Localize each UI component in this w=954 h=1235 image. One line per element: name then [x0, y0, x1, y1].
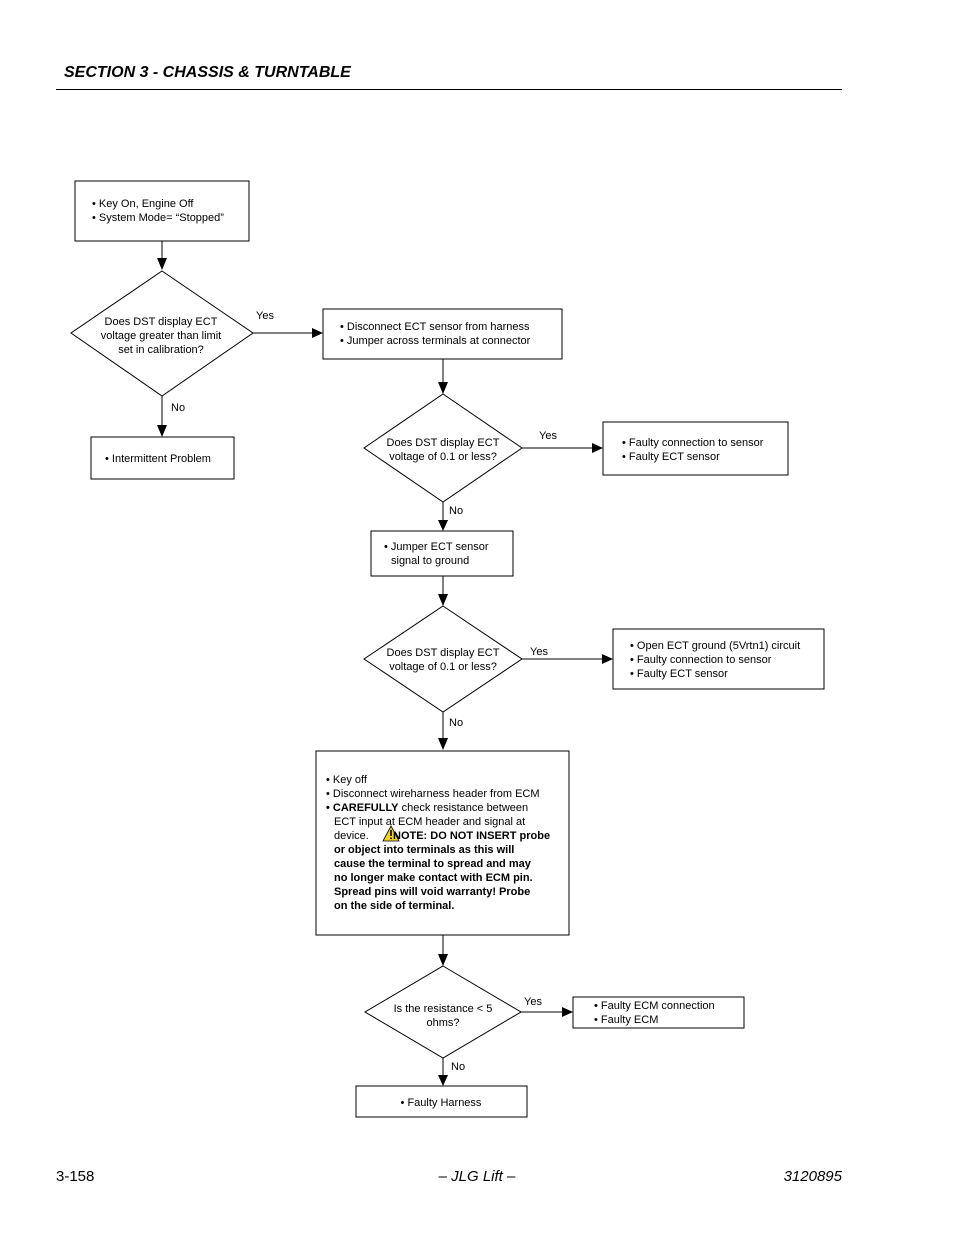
- svg-text:• Faulty ECT sensor: • Faulty ECT sensor: [630, 668, 728, 680]
- svg-text:Does DST display ECT: Does DST display ECT: [387, 437, 500, 449]
- svg-text:• Faulty ECM: • Faulty ECM: [594, 1014, 658, 1026]
- no-label: No: [449, 717, 463, 729]
- warning-icon: [382, 825, 400, 842]
- connector-keyoff-to-decision4: [438, 935, 448, 966]
- svg-text:• Intermittent Problem: • Intermittent Problem: [105, 453, 211, 465]
- key-off-resistance-check-box: • Key off • Disconnect wireharness heade…: [315, 750, 570, 936]
- svg-text:• Key On, Engine Off: • Key On, Engine Off: [92, 198, 194, 210]
- decision-voltage-0-1-first: Does DST display ECT voltage of 0.1 or l…: [363, 393, 523, 503]
- connector-decision1-yes: Yes: [253, 310, 323, 338]
- start-box: • Key On, Engine Off • System Mode= “Sto…: [74, 180, 250, 242]
- svg-text:signal to ground: signal to ground: [391, 555, 469, 567]
- svg-text:• Faulty ECM connection: • Faulty ECM connection: [594, 1000, 715, 1012]
- svg-text:or object into terminals as th: or object into terminals as this will: [334, 844, 514, 856]
- svg-text:ECT input at ECM header and si: ECT input at ECM header and signal at: [334, 816, 525, 828]
- svg-text:no longer make contact with EC: no longer make contact with ECM pin.: [334, 872, 533, 884]
- connector-decision3-no: No: [438, 712, 463, 750]
- svg-text:• Key off: • Key off: [326, 774, 368, 786]
- yes-label: Yes: [524, 996, 542, 1008]
- svg-text:set in calibration?: set in calibration?: [118, 344, 204, 356]
- svg-text:cause the terminal to spread a: cause the terminal to spread and may: [334, 858, 532, 870]
- svg-text:on the side of terminal.: on the side of terminal.: [334, 900, 454, 912]
- svg-text:• Faulty connection to sensor: • Faulty connection to sensor: [622, 437, 764, 449]
- no-label: No: [449, 505, 463, 517]
- svg-text:NOTE: DO NOT INSERT probe: NOTE: DO NOT INSERT probe: [393, 830, 550, 842]
- disconnect-sensor-box: • Disconnect ECT sensor from harness • J…: [322, 308, 563, 360]
- document-number: 3120895: [783, 1168, 842, 1185]
- svg-text:voltage of 0.1 or less?: voltage of 0.1 or less?: [389, 451, 497, 463]
- svg-text:• Faulty connection to sensor: • Faulty connection to sensor: [630, 654, 772, 666]
- connector-jumper-to-decision3: [438, 576, 448, 606]
- connector-decision4-no: No: [438, 1058, 465, 1086]
- svg-text:• System Mode= “Stopped”: • System Mode= “Stopped”: [92, 212, 224, 224]
- svg-text:Is the resistance < 5: Is the resistance < 5: [394, 1003, 493, 1015]
- svg-text:• Jumper across terminals at c: • Jumper across terminals at connector: [340, 335, 531, 347]
- connector-decision4-yes: Yes: [521, 996, 573, 1017]
- svg-text:voltage of 0.1 or less?: voltage of 0.1 or less?: [389, 661, 497, 673]
- connector-decision2-no: No: [438, 502, 463, 531]
- decision-voltage-0-1-second: Does DST display ECT voltage of 0.1 or l…: [363, 605, 523, 713]
- yes-label: Yes: [256, 310, 274, 322]
- no-label: No: [171, 402, 185, 414]
- svg-text:• Faulty ECT sensor: • Faulty ECT sensor: [622, 451, 720, 463]
- svg-text:device.: device.: [334, 830, 369, 842]
- svg-text:• Open ECT ground (5Vrtn1) cir: • Open ECT ground (5Vrtn1) circuit: [630, 640, 800, 652]
- jumper-signal-ground-box: • Jumper ECT sensor signal to ground: [370, 530, 514, 577]
- connector-decision3-yes: Yes: [522, 646, 613, 664]
- connector-decision2-yes: Yes: [522, 430, 603, 453]
- yes-label: Yes: [530, 646, 548, 658]
- svg-text:• Jumper ECT sensor: • Jumper ECT sensor: [384, 541, 489, 553]
- no-label: No: [451, 1061, 465, 1073]
- svg-text:• CAREFULLY check resistance b: • CAREFULLY check resistance between: [326, 802, 528, 814]
- intermittent-problem-box: • Intermittent Problem: [90, 436, 235, 480]
- faulty-ecm-box: • Faulty ECM connection • Faulty ECM: [572, 996, 745, 1029]
- header-rule: [56, 89, 842, 90]
- faulty-connection-sensor-box: • Faulty connection to sensor • Faulty E…: [602, 421, 789, 476]
- connector-start-to-decision1: [157, 241, 167, 270]
- svg-text:• Disconnect wireharness heade: • Disconnect wireharness header from ECM: [326, 788, 540, 800]
- svg-text:Does DST display ECT: Does DST display ECT: [387, 647, 500, 659]
- svg-text:• Disconnect ECT sensor from h: • Disconnect ECT sensor from harness: [340, 321, 530, 333]
- footer-publisher: – JLG Lift –: [438, 1168, 516, 1185]
- decision-ect-voltage-limit: Does DST display ECT voltage greater tha…: [70, 270, 254, 397]
- svg-text:Spread pins will void warranty: Spread pins will void warranty! Probe: [334, 886, 530, 898]
- faulty-harness-box: • Faulty Harness: [355, 1085, 528, 1118]
- yes-label: Yes: [539, 430, 557, 442]
- connector-decision1-no: No: [157, 396, 185, 437]
- section-title: SECTION 3 - CHASSIS & TURNTABLE: [64, 64, 351, 81]
- svg-text:• Faulty Harness: • Faulty Harness: [401, 1097, 482, 1109]
- svg-text:ohms?: ohms?: [426, 1017, 459, 1029]
- svg-text:voltage greater than limit: voltage greater than limit: [101, 330, 221, 342]
- svg-text:Does DST display ECT: Does DST display ECT: [105, 316, 218, 328]
- connector-disconnect-to-decision2: [438, 359, 448, 394]
- open-ground-circuit-box: • Open ECT ground (5Vrtn1) circuit • Fau…: [612, 628, 825, 690]
- page-number: 3-158: [56, 1168, 95, 1185]
- decision-resistance-under-5: Is the resistance < 5 ohms?: [364, 965, 522, 1059]
